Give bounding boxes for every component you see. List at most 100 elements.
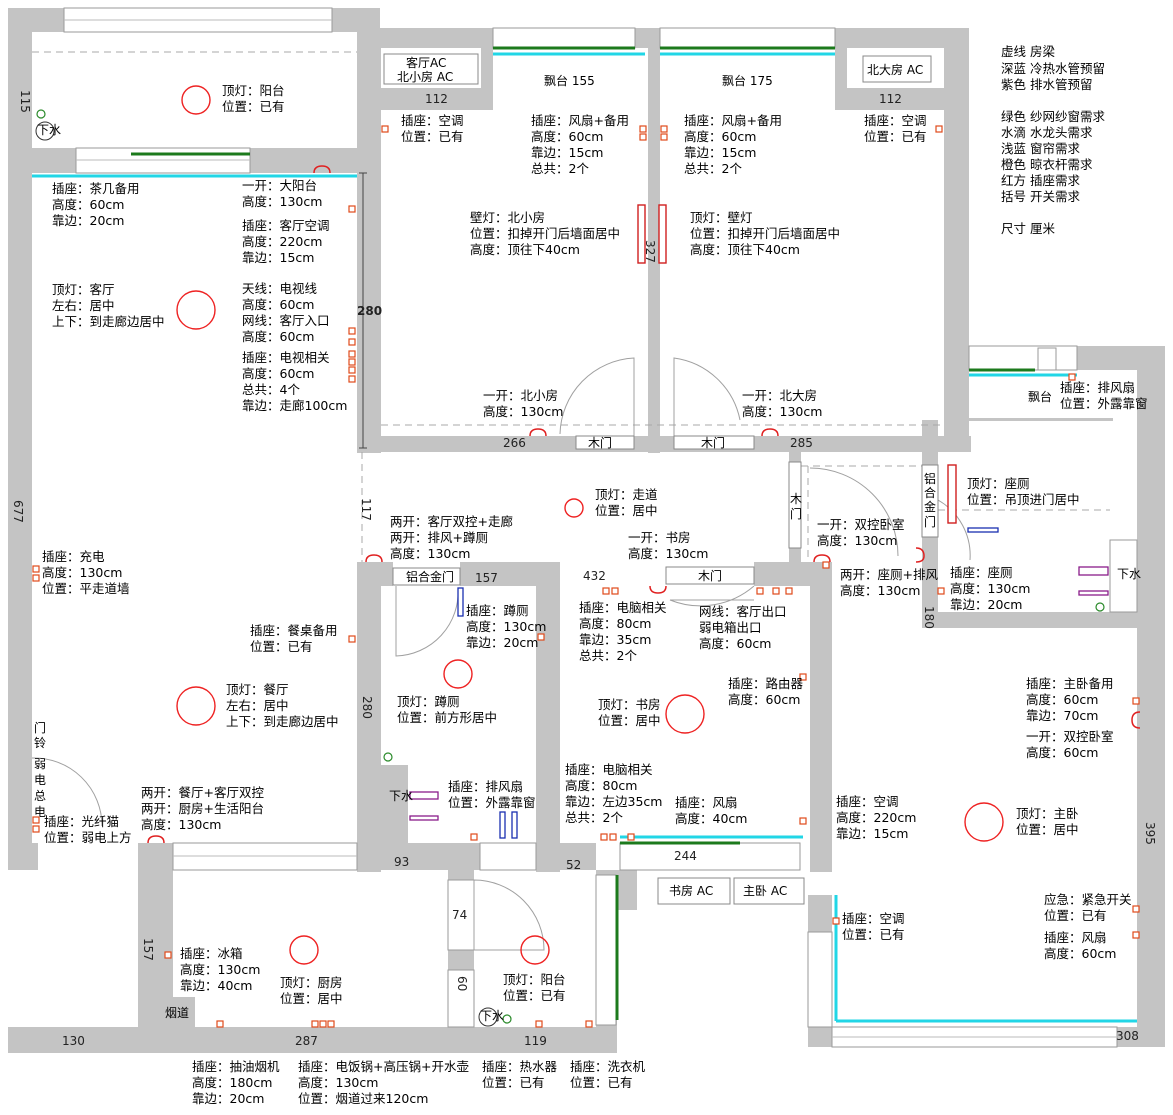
annotation-line: 总共：2个: [531, 161, 589, 176]
annotation-line: 插座：风扇+备用: [531, 113, 629, 128]
annotation-line: 顶灯：阳台: [222, 83, 285, 98]
annotation-line: 插座：座厕: [950, 565, 1013, 580]
lamp-icon: [964, 802, 1004, 842]
annotation-line: 左右：居中: [52, 298, 115, 313]
annotation-line: 网线：客厅入口: [242, 313, 330, 328]
annotation-note: 顶灯：厨房位置：居中: [280, 975, 343, 1006]
dimension-label: 130: [62, 1034, 85, 1048]
annotation-line: 高度：60cm: [1026, 692, 1098, 707]
annotation-line: 两开：餐厅+客厅双控: [141, 785, 264, 800]
dimension-label: 74: [452, 908, 467, 922]
annotation-note: 顶灯：主卧位置：居中: [1016, 806, 1079, 837]
annotation-note: 一开：书房高度：130cm: [628, 530, 708, 561]
drain-label: 下水: [389, 789, 413, 803]
annotation-line: 高度：60cm: [242, 297, 314, 312]
annotation-line: 插座：空调: [836, 794, 899, 809]
dimension-label: 157: [475, 571, 498, 585]
annotation-line: 插座：排风扇: [448, 779, 523, 794]
annotation-line: 两开：厨房+生活阳台: [141, 801, 264, 816]
dimension-label: 115: [18, 90, 32, 113]
annotation-line: 位置：已有: [842, 927, 905, 942]
legend-item: 绿色 纱网纱窗需求: [1001, 109, 1105, 124]
annotation-line: 位置：平走道墙: [42, 581, 130, 596]
annotation-line: 高度：130cm: [466, 619, 546, 634]
annotation-line: 插座：蹲厕: [466, 603, 529, 618]
door-label: 铝合金门: [406, 569, 454, 584]
door-label: 合: [924, 485, 936, 500]
doorbell-label: 铃: [34, 735, 46, 750]
lamp-icon: [181, 85, 211, 115]
annotation-line: 一开：大阳台: [242, 178, 317, 193]
annotation-line: 位置：已有: [570, 1075, 633, 1090]
annotation-line: 位置：烟道过来120cm: [298, 1091, 428, 1106]
annotation-line: 高度：80cm: [565, 778, 637, 793]
annotation-line: 插座：空调: [401, 113, 464, 128]
annotation-note: 顶灯：书房位置：居中: [598, 697, 661, 728]
drain-label: 下水: [37, 123, 61, 137]
beams: [32, 51, 1110, 562]
annotation-line: 高度：60cm: [684, 129, 756, 144]
annotation-line: 高度：130cm: [180, 962, 260, 977]
bay-window-label: 飘台 155: [544, 73, 595, 88]
annotation-line: 插座：电饭锅+高压锅+开水壶: [298, 1059, 469, 1074]
annotation-line: 顶灯：壁灯: [690, 210, 753, 225]
annotation-note: 一开：双控卧室高度：130cm: [817, 517, 905, 548]
annotation-line: 高度：130cm: [390, 546, 470, 561]
door-label: 木门: [588, 435, 612, 450]
annotation-line: 靠边：70cm: [1026, 708, 1098, 723]
annotation-line: 高度：130cm: [298, 1075, 378, 1090]
annotation-line: 插座：客厅空调: [242, 218, 330, 233]
weak-box-label: 电: [34, 805, 46, 819]
dimension-label: 287: [295, 1034, 318, 1048]
lamp-icon: [176, 686, 216, 726]
annotation-line: 位置：已有: [864, 129, 927, 144]
annotation-line: 插座：风扇: [675, 795, 738, 810]
annotation-line: 高度：80cm: [579, 616, 651, 631]
annotation-line: 顶灯：客厅: [52, 282, 115, 297]
annotation-line: 插座：路由器: [728, 676, 804, 691]
annotation-line: 位置：外露靠窗: [1060, 396, 1148, 411]
weak-box-label: 弱: [34, 757, 46, 771]
annotation-line: 两开：客厅双控+走廊: [390, 514, 513, 529]
annotation-line: 靠边：15cm: [684, 145, 756, 160]
ac-label: 书房 AC: [669, 883, 713, 898]
annotation-line: 插座：空调: [864, 113, 927, 128]
door-label: 木门: [701, 435, 725, 450]
legend-item: 尺寸 厘米: [1001, 221, 1055, 236]
annotation-line: 位置：居中: [1016, 822, 1079, 837]
drain-label: 下水: [1117, 567, 1141, 581]
annotation-line: 位置：已有: [401, 129, 464, 144]
annotation-note: 顶灯：阳台位置：已有: [503, 972, 566, 1003]
annotation-note: 插座：风扇高度：40cm: [675, 795, 747, 826]
annotation-line: 左右：居中: [226, 698, 289, 713]
wall-lamp-icon: [947, 464, 957, 524]
bay-window-label: 飘台: [1028, 389, 1052, 404]
windows: [63, 7, 1138, 1048]
curtains: [32, 52, 1137, 1023]
annotation-line: 顶灯：阳台: [503, 972, 566, 987]
annotation-line: 插座：充电: [42, 549, 105, 564]
annotation-line: 插座：电视相关: [242, 350, 330, 365]
dimension-label: 157: [141, 938, 155, 961]
annotation-line: 插座：排风扇: [1060, 380, 1135, 395]
lamp-icon: [443, 659, 473, 689]
annotation-line: 插座：风扇: [1044, 930, 1107, 945]
door-label: 门: [924, 514, 936, 529]
annotation-note: 壁灯：北小房位置：扣掉开门后墙面居中高度：顶往下40cm: [470, 210, 620, 257]
dimension-label: 432: [583, 569, 606, 583]
annotation-line: 高度：130cm: [817, 533, 897, 548]
annotation-line: 一开：北小房: [483, 388, 558, 403]
weak-box-label: 电: [34, 773, 46, 787]
annotation-line: 上下：到走廊边居中: [52, 314, 165, 329]
annotation-line: 应急：紧急开关: [1044, 892, 1132, 907]
wall-lamp-icon: [658, 204, 667, 264]
dimension-label: 93: [394, 855, 409, 869]
annotation-note: 顶灯：蹲厕位置：前方形居中: [397, 694, 497, 725]
screens: [131, 46, 1035, 1020]
wall-lamp-icon: [637, 204, 646, 264]
